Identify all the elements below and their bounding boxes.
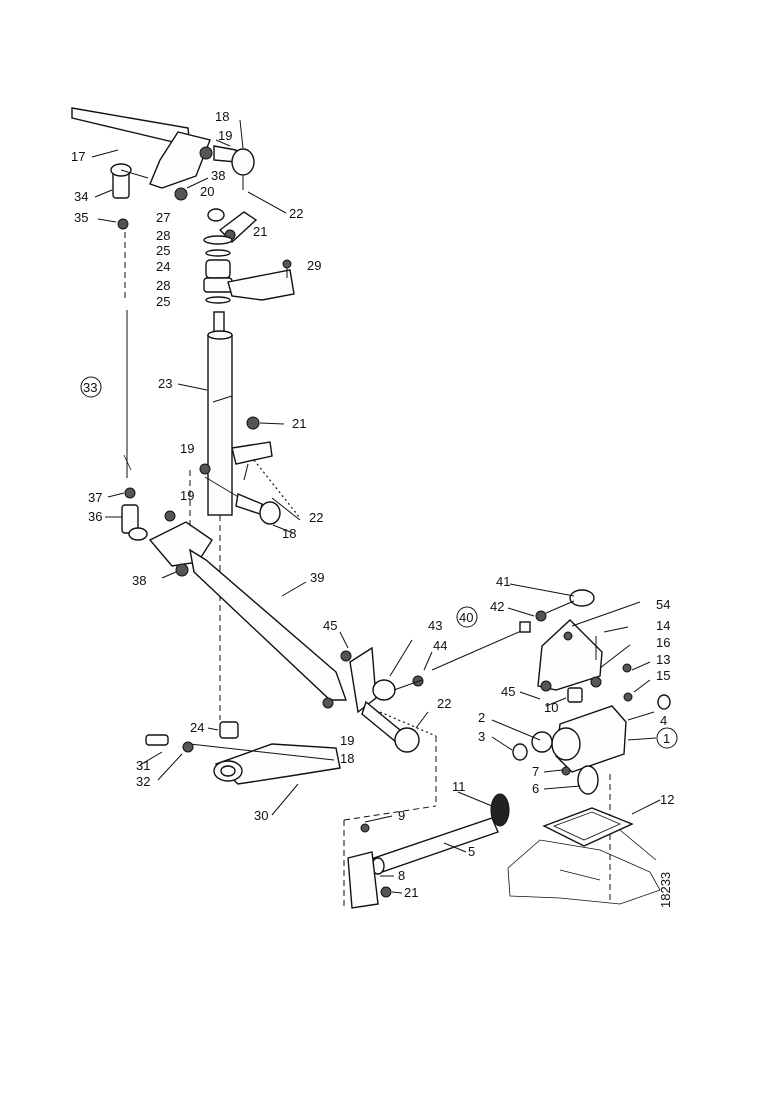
part-30-lower-lever (139, 721, 341, 816)
part-40-push-rod (431, 583, 595, 671)
label-19-c: 19 (180, 488, 194, 503)
label-2: 2 (478, 710, 485, 725)
label-42: 42 (490, 599, 504, 614)
label-21-c: 21 (404, 885, 418, 900)
label-34: 34 (74, 189, 88, 204)
label-21-a: 21 (253, 224, 267, 239)
label-18-c: 18 (340, 751, 354, 766)
label-15: 15 (656, 668, 670, 683)
label-10: 10 (544, 700, 558, 715)
label-37: 37 (88, 490, 102, 505)
label-13: 13 (656, 652, 670, 667)
part-number-labels: 18 19 17 38 34 20 22 35 27 28 21 25 24 2… (71, 109, 678, 908)
label-16: 16 (656, 635, 670, 650)
label-1-circle (656, 727, 678, 749)
label-25-a: 25 (156, 243, 170, 258)
label-19-a: 19 (218, 128, 232, 143)
part-54-bracket (519, 601, 651, 702)
label-23: 23 (158, 376, 172, 391)
part-8-lower-bracket (343, 805, 437, 909)
part-39-lower-cross-tube (148, 470, 347, 701)
label-41: 41 (496, 574, 510, 589)
part-43-lever (322, 631, 437, 806)
part-5-selector-shaft (371, 791, 510, 875)
label-19-b: 19 (180, 441, 194, 456)
part-18-ball-joint-lower (199, 459, 301, 534)
part-6-selector (543, 765, 599, 795)
label-22-b: 22 (309, 510, 323, 525)
part-33-long-rod (105, 310, 176, 541)
label-18-a: 18 (215, 109, 229, 124)
label-32: 32 (136, 774, 150, 789)
label-28-b: 28 (156, 278, 170, 293)
label-39: 39 (310, 570, 324, 585)
label-45-b: 45 (501, 684, 515, 699)
label-38-a: 38 (211, 168, 225, 183)
label-11: 11 (452, 779, 466, 794)
label-31: 31 (136, 758, 150, 773)
label-44: 44 (433, 638, 447, 653)
label-7: 7 (532, 764, 539, 779)
label-24-a: 24 (156, 259, 170, 274)
label-3: 3 (478, 729, 485, 744)
label-22-a: 22 (289, 206, 303, 221)
label-20: 20 (200, 184, 214, 199)
label-14: 14 (656, 618, 670, 633)
label-40: 40 (459, 610, 473, 625)
part-18-ball-joint-upper (199, 119, 287, 214)
label-27: 27 (156, 210, 170, 225)
label-19-d: 19 (340, 733, 354, 748)
label-28-a: 28 (156, 228, 170, 243)
label-33: 33 (83, 380, 97, 395)
part-12-gasket (507, 799, 661, 905)
label-35: 35 (74, 210, 88, 225)
label-40-circle (456, 606, 478, 628)
label-36: 36 (88, 509, 102, 524)
part-23-steering-column-shaft (177, 311, 233, 720)
label-43: 43 (428, 618, 442, 633)
label-24-b: 24 (190, 720, 204, 735)
label-1: 1 (663, 731, 670, 746)
figure-number: 18233 (658, 872, 673, 908)
part-20-lever (203, 208, 295, 304)
label-4: 4 (660, 713, 667, 728)
label-21-b: 21 (292, 416, 306, 431)
label-6: 6 (532, 781, 539, 796)
part-1-shift-housing (491, 687, 671, 900)
label-30: 30 (254, 808, 268, 823)
label-38-b: 38 (132, 573, 146, 588)
label-17: 17 (71, 149, 85, 164)
label-22-c: 22 (437, 696, 451, 711)
label-18-b: 18 (282, 526, 296, 541)
label-29: 29 (307, 258, 321, 273)
part-shift-arm (231, 441, 273, 465)
label-9: 9 (398, 808, 405, 823)
label-12: 12 (660, 792, 674, 807)
label-25-b: 25 (156, 294, 170, 309)
label-45-a: 45 (323, 618, 337, 633)
label-54: 54 (656, 597, 670, 612)
label-33-circle (80, 376, 102, 398)
label-5: 5 (468, 844, 475, 859)
part-38-nut-upper (174, 187, 188, 201)
part-21-nut-mid (246, 416, 260, 430)
label-8: 8 (398, 868, 405, 883)
part-34-rod-end-upper (94, 163, 149, 300)
part-17-cross-tube (71, 107, 211, 189)
